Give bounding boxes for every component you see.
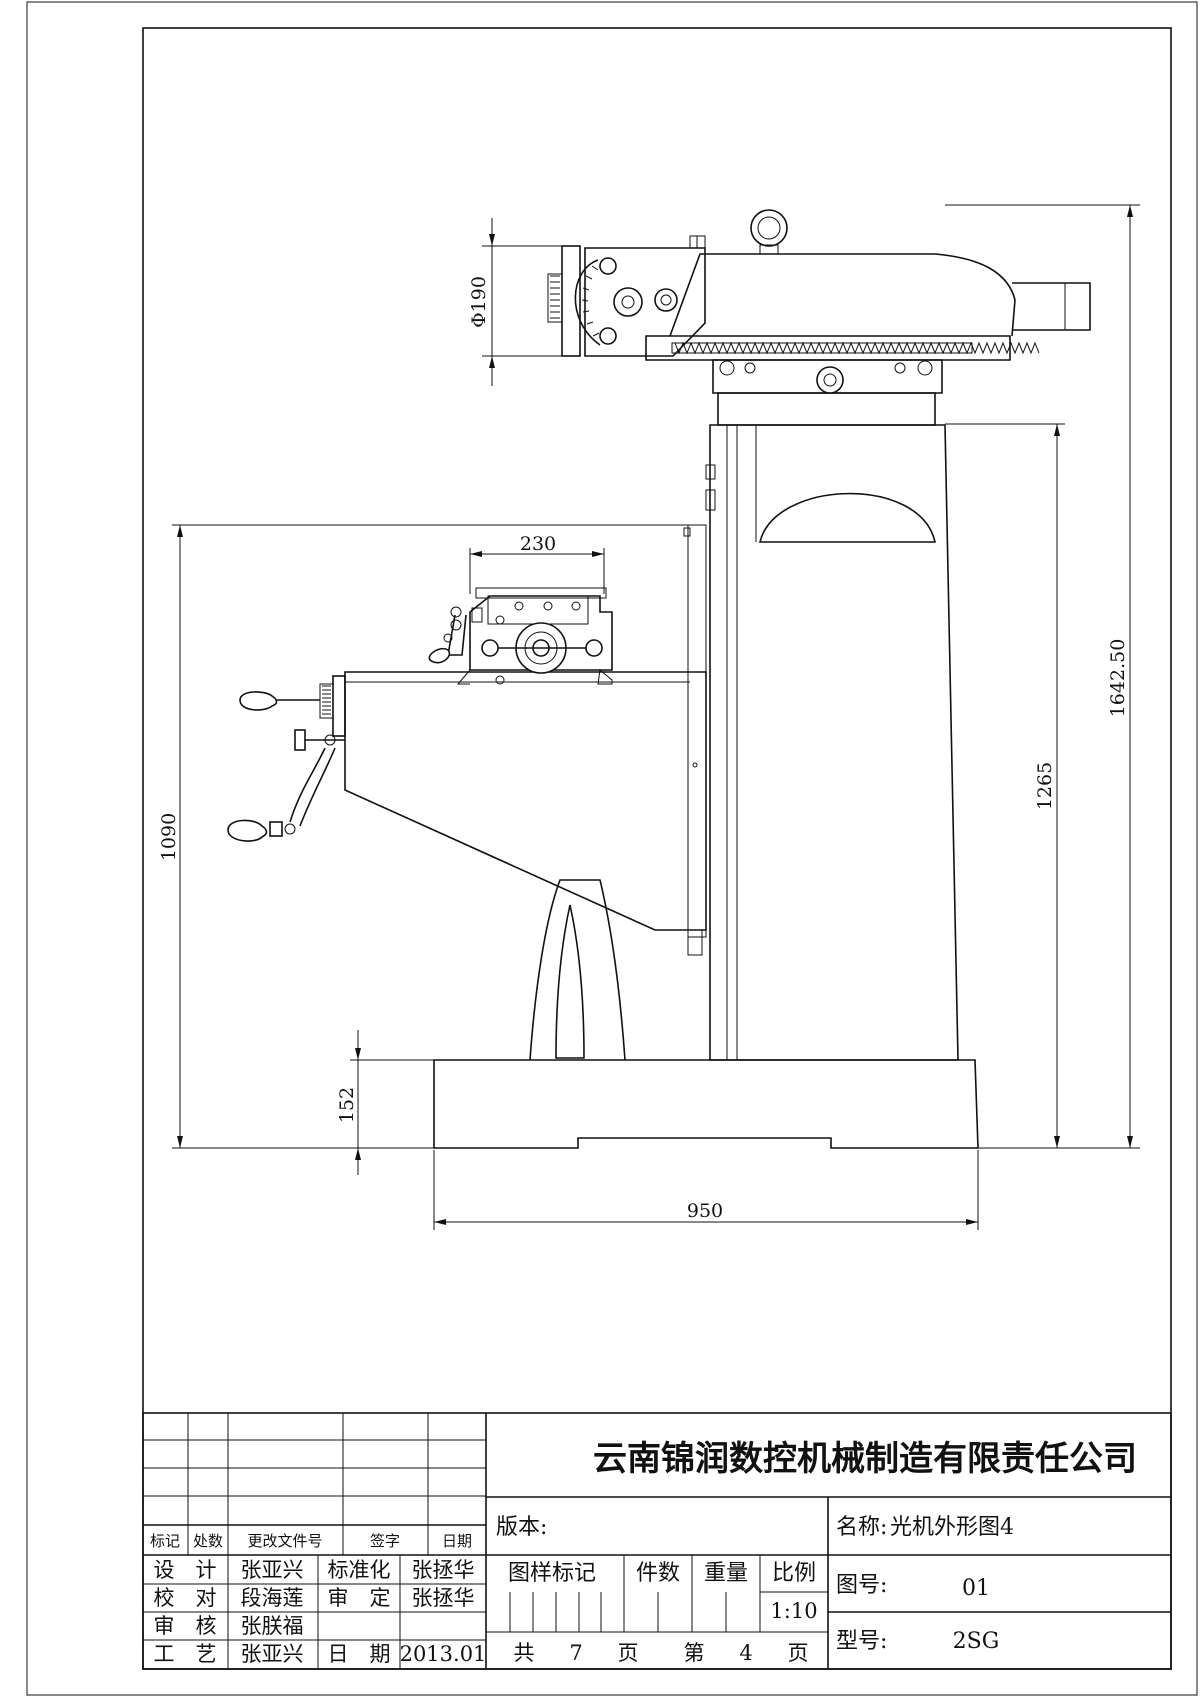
col-drawing-mark: 图样标记 <box>508 1561 596 1586</box>
head-face-plate <box>561 245 581 357</box>
row-review-name: 张朕福 <box>241 1614 304 1638</box>
row-check-name2: 张拯华 <box>412 1586 475 1610</box>
knee <box>344 671 707 931</box>
model-label: 型号: <box>836 1629 887 1654</box>
dim-overall-height: 1642.50 <box>1107 639 1129 718</box>
dim-knee-height: 1090 <box>158 813 180 861</box>
dim-base-height: 152 <box>336 1087 358 1123</box>
row-check-role2: 审 定 <box>328 1586 391 1610</box>
sheets-current: 4 <box>739 1641 752 1665</box>
sheets-current-label: 第 <box>684 1641 705 1665</box>
drawing-no-label: 图号: <box>836 1573 887 1598</box>
company-name: 云南锦润数控机械制造有限责任公司 <box>593 1439 1137 1479</box>
drawing-no-value: 01 <box>962 1576 990 1601</box>
row-design-name: 张亚兴 <box>241 1558 304 1582</box>
col-scale: 比例 <box>772 1561 816 1586</box>
elevating-screw <box>555 904 585 1059</box>
dim-base-length: 950 <box>687 1200 723 1222</box>
rev-header-count: 处数 <box>193 1532 223 1550</box>
sheets-total-label: 共 <box>514 1641 535 1665</box>
rev-header-sign: 签字 <box>370 1532 400 1550</box>
handle-grip-top <box>239 691 278 711</box>
col-quantity: 件数 <box>636 1561 680 1586</box>
dim-head-diameter: Φ190 <box>468 276 490 328</box>
name-value: 光机外形图4 <box>890 1515 1014 1540</box>
col-weight: 重量 <box>704 1561 748 1586</box>
ram <box>645 335 1011 361</box>
row-design-role2: 标准化 <box>328 1558 391 1582</box>
model-value: 2SG <box>953 1629 1000 1654</box>
row-process-name: 张亚兴 <box>241 1642 304 1666</box>
rev-header-date: 日期 <box>442 1532 472 1550</box>
milling-head <box>584 247 706 357</box>
title-block <box>142 1412 1172 1670</box>
vise <box>469 595 613 671</box>
sheets-page-label: 页 <box>618 1641 639 1665</box>
inner-frame <box>142 27 1172 1670</box>
handle-grip-bottom <box>227 819 268 842</box>
dim-table-width: 230 <box>520 533 556 555</box>
column <box>709 424 959 1061</box>
turret <box>717 392 936 426</box>
dimension-lines <box>172 204 1140 1230</box>
row-date-value: 2013.01 <box>400 1642 487 1666</box>
outer-border <box>26 1 1198 1696</box>
pedestal <box>529 879 626 1061</box>
version-label: 版本: <box>496 1515 547 1540</box>
row-design-role: 设 计 <box>154 1558 217 1582</box>
name-label: 名称: <box>836 1515 887 1540</box>
lifting-eye <box>750 209 788 247</box>
row-design-name2: 张拯华 <box>412 1558 475 1582</box>
sheets-total: 7 <box>569 1641 582 1665</box>
dim-column-height: 1265 <box>1034 762 1056 810</box>
column-arch <box>758 492 937 543</box>
sheets-current-page-label: 页 <box>788 1641 809 1665</box>
head-dial <box>574 259 601 346</box>
row-date-label: 日 期 <box>328 1642 391 1666</box>
machine-base <box>433 1059 979 1149</box>
row-process-role: 工 艺 <box>154 1642 217 1666</box>
row-review-role: 审 核 <box>154 1614 217 1638</box>
rev-header-mark: 标记 <box>150 1532 180 1550</box>
rev-header-change-doc: 更改文件号 <box>247 1532 322 1550</box>
milling-machine-side-view <box>227 209 1091 1149</box>
scale-value: 1:10 <box>770 1599 817 1623</box>
rack <box>671 342 973 354</box>
row-check-role: 校 对 <box>154 1586 217 1610</box>
row-check-name: 段海莲 <box>241 1586 304 1610</box>
